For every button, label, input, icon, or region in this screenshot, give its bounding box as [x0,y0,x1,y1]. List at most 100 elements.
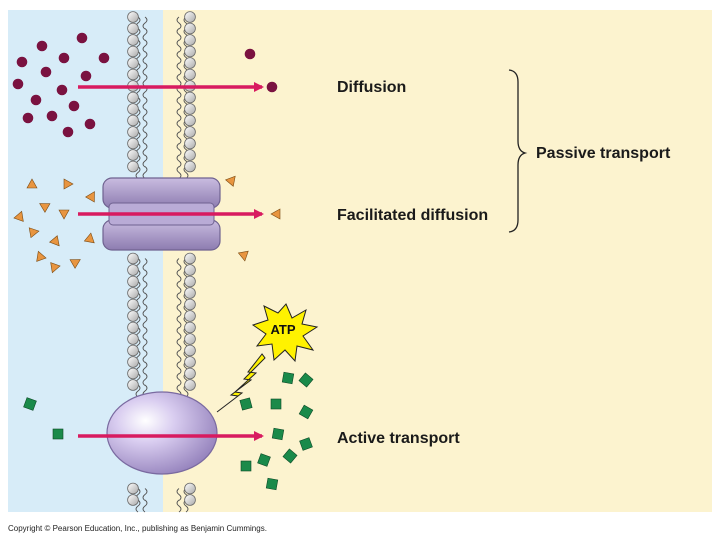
phospholipid-head [184,275,196,288]
atp-burst: ATP [251,303,319,363]
phospholipid-head [127,356,139,368]
facilitated-particle [83,232,95,244]
phospholipid-head [184,91,196,104]
phospholipid-head [184,126,196,138]
active-particle [23,397,37,411]
facilitated-particle [63,178,74,190]
phospholipid-head [127,367,139,380]
active-particle [299,437,313,451]
facilitated-particle [237,250,249,262]
active-particle [257,453,271,467]
diffusion-particle [62,126,74,138]
phospholipid-head [184,356,196,368]
label-facilitated-diffusion: Facilitated diffusion [337,207,488,224]
diffusion-particle [76,32,88,44]
phospholipid-head [184,11,196,23]
phospholipid-head [184,45,196,58]
phospholipid-head [127,264,139,276]
diffusion-particle [98,52,110,64]
active-particle [270,398,282,410]
diffusion-particle [244,48,256,60]
phospholipid-head [184,367,196,380]
phospholipid-head [127,310,139,322]
facilitated-particle [49,235,60,247]
diffusion-particle [36,40,48,52]
phospholipid-head [127,22,139,35]
facilitated-particle [58,209,70,220]
diffusion-particle [16,56,28,68]
phospholipid-head [184,344,196,357]
phospholipid-head [184,114,196,127]
phospholipid-head [127,160,139,173]
phospholipid-head [127,275,139,288]
facilitated-particle [85,191,95,203]
diffusion-particle [58,52,70,64]
phospholipid-head [127,11,139,23]
active-particle [281,371,295,385]
phospholipid-head [127,68,139,81]
phospholipid-head [127,114,139,127]
facilitated-particle [270,208,281,220]
diffusion-particle [68,100,80,112]
active-particle [298,404,314,420]
phospholipid-head [184,264,196,276]
phospholipid-head [127,57,139,69]
phospholipid-head [127,126,139,138]
phospholipid-head [184,333,196,345]
phospholipid-head [127,287,139,299]
facilitated-particle [69,259,81,269]
active-particle [52,428,64,440]
active-particle [298,372,314,388]
phospholipid-head [184,149,196,161]
active-particle [271,427,285,441]
diffusion-particle [46,110,58,122]
phospholipid-head [184,298,196,311]
phospholipid-head [184,287,196,299]
active-particle [239,397,253,411]
inside-region [163,10,712,512]
phospholipid-head [184,22,196,35]
phospholipid-head [127,103,139,115]
phospholipid-head [127,252,139,265]
facilitated-particle [13,210,24,222]
active-particle [282,448,298,464]
diffusion-particle [30,94,42,106]
label-active-transport: Active transport [337,430,460,447]
facilitated-particle [225,175,236,187]
label-passive-transport: Passive transport [536,145,671,162]
diffusion-particle [84,118,96,130]
diffusion-particle [40,66,52,78]
phospholipid-head [127,137,139,150]
active-particle [265,477,279,491]
diffusion-particle [22,112,34,124]
phospholipid-head [184,321,196,334]
lightning-bolt-icon [216,353,266,413]
phospholipid-head [127,333,139,345]
phospholipid-head [184,494,196,506]
diffusion-particle [266,81,278,93]
phospholipid-head [184,379,196,391]
phospholipid-head [184,137,196,150]
phospholipid-head [127,91,139,104]
phospholipid-head [127,34,139,46]
phospholipid-head [127,149,139,161]
phospholipid-head [127,45,139,58]
phospholipid-head [184,57,196,69]
label-diffusion: Diffusion [337,79,406,96]
diffusion-particle [56,84,68,96]
diffusion-particle [80,70,92,82]
phospholipid-head [127,482,139,495]
atp-label: ATP [270,322,295,337]
phospholipid-head [127,321,139,334]
diffusion-particle [12,78,24,90]
phospholipid-head [184,310,196,322]
facilitated-particle [39,203,51,213]
phospholipid-head [127,379,139,391]
particles [12,32,314,491]
phospholipid-head [184,103,196,115]
phospholipid-head [184,34,196,46]
facilitated-particle [28,227,40,239]
phospholipid-head [184,68,196,81]
